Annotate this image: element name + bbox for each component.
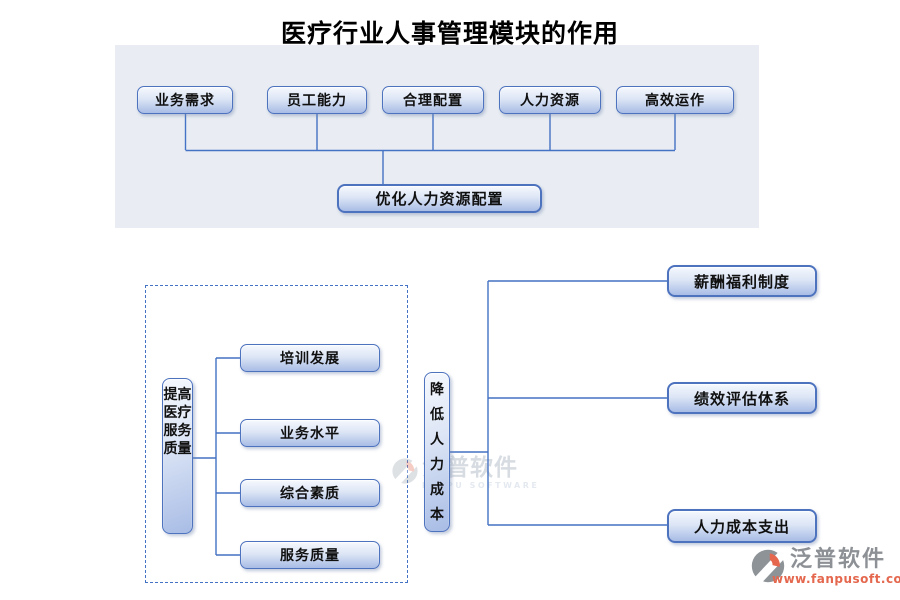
footer-url: www.fanpusoft.com [772, 572, 900, 586]
footer-logo-text: 泛普软件 www.fanpusoft.com [772, 547, 900, 586]
fanpu-logo-icon [751, 549, 786, 585]
node-optimize-hr-allocation: 优化人力资源配置 [337, 184, 542, 213]
page-title: 医疗行业人事管理模块的作用 [280, 19, 619, 48]
node-reduce-labor-cost: 降低人力成本 [424, 372, 450, 532]
node-business-demand: 业务需求 [137, 86, 233, 114]
node-reasonable-allocation: 合理配置 [382, 86, 484, 114]
node-efficient-operation: 高效运作 [616, 86, 734, 114]
footer-brand: 泛普软件 [790, 547, 887, 572]
watermark: 泛普软件 FANPU SOFTWARE [391, 455, 539, 490]
node-performance-evaluation-system: 绩效评估体系 [667, 382, 817, 414]
node-improve-medical-service-quality: 提高医疗服务质量 [162, 378, 193, 534]
node-salary-welfare-system: 薪酬福利制度 [667, 265, 817, 297]
node-training-development: 培训发展 [240, 344, 380, 372]
node-employee-ability: 员工能力 [267, 86, 367, 114]
footer-logo: 泛普软件 www.fanpusoft.com [750, 547, 900, 586]
left-group-frame [145, 285, 408, 583]
node-labor-cost-expenditure: 人力成本支出 [667, 509, 817, 543]
watermark-brand-en: FANPU SOFTWARE [422, 481, 540, 490]
node-comprehensive-quality: 综合素质 [240, 479, 380, 507]
node-human-resources: 人力资源 [499, 86, 601, 114]
fanpu-logo-icon [392, 458, 419, 487]
node-business-level: 业务水平 [240, 419, 380, 447]
node-service-quality: 服务质量 [240, 541, 380, 569]
